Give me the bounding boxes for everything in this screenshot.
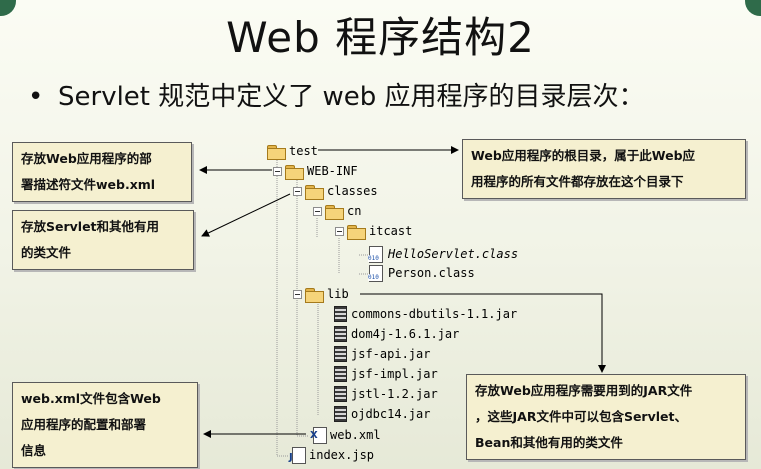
tree-label: jsf-impl.jar	[351, 367, 438, 381]
folder-open-icon	[305, 184, 324, 200]
callout-web-xml: web.xml文件包含Web 应用程序的配置和部署 信息	[12, 382, 198, 468]
tree-label: dom4j-1.6.1.jar	[351, 327, 460, 341]
collapse-icon[interactable]	[313, 206, 322, 216]
jar-file-icon	[334, 326, 347, 342]
callout-line: 存放Web应用程序需要用到的JAR文件	[475, 383, 693, 398]
folder-open-icon	[267, 144, 286, 160]
tree-label: classes	[327, 184, 378, 198]
class-file-icon	[368, 265, 384, 282]
tree-node-index-jsp[interactable]: index.jsp	[289, 446, 374, 464]
bullet-text: Servlet 规范中定义了 web 应用程序的目录层次：	[58, 82, 645, 112]
callout-line: 信息	[21, 443, 47, 458]
tree-node-jar[interactable]: jsf-impl.jar	[334, 365, 438, 383]
callout-line: Web应用程序的根目录，属于此Web应	[471, 148, 696, 163]
bullet-dot: •	[28, 82, 44, 112]
tree-node-person[interactable]: Person.class	[368, 264, 475, 282]
bullet-point: • Servlet 规范中定义了 web 应用程序的目录层次：	[28, 76, 645, 113]
jsp-file-icon	[289, 447, 306, 464]
folder-open-icon	[285, 164, 304, 180]
callout-line: web.xml文件包含Web	[21, 391, 161, 406]
callout-lib: 存放Web应用程序需要用到的JAR文件 ，这些JAR文件中可以包含Servlet…	[466, 374, 746, 460]
callout-root-directory: Web应用程序的根目录，属于此Web应 用程序的所有文件都存放在这个目录下	[462, 139, 746, 199]
callout-line: 存放Web应用程序的部	[21, 151, 152, 166]
tree-label: Person.class	[388, 266, 475, 280]
tree-label: index.jsp	[309, 448, 375, 462]
tree-label: test	[289, 144, 318, 158]
tree-node-jar[interactable]: dom4j-1.6.1.jar	[334, 325, 459, 343]
tree-node-jar[interactable]: jsf-api.jar	[334, 345, 430, 363]
jar-file-icon	[334, 306, 347, 322]
tree-label: commons-dbutils-1.1.jar	[351, 307, 518, 321]
tree-label: itcast	[369, 224, 413, 238]
callout-deploy-descriptor: 存放Web应用程序的部 署描述符文件web.xml	[12, 142, 192, 202]
tree-node-web-xml[interactable]: web.xml	[310, 426, 381, 444]
folder-open-icon	[305, 287, 324, 303]
tree-label: lib	[327, 287, 349, 301]
folder-open-icon	[347, 224, 366, 240]
class-file-icon	[368, 246, 384, 263]
callout-line: 署描述符文件web.xml	[21, 177, 156, 192]
tree-node-jar[interactable]: ojdbc14.jar	[334, 405, 430, 423]
tree-label: cn	[347, 204, 362, 218]
jar-file-icon	[334, 386, 347, 402]
jar-file-icon	[334, 346, 347, 362]
callout-line: 应用程序的配置和部署	[21, 417, 147, 432]
tree-node-hello-servlet[interactable]: HelloServlet.class	[368, 245, 518, 263]
tree-node-lib[interactable]: lib	[293, 285, 349, 303]
tree-node-cn[interactable]: cn	[313, 202, 361, 220]
jar-file-icon	[334, 406, 347, 422]
tree-label: HelloServlet.class	[388, 247, 519, 261]
corner-decoration-right	[745, 0, 761, 16]
callout-classes: 存放Servlet和其他有用 的类文件	[12, 210, 194, 270]
callout-line: ，这些JAR文件中可以包含Servlet、	[475, 409, 687, 424]
collapse-icon[interactable]	[273, 166, 282, 176]
collapse-icon[interactable]	[293, 289, 302, 299]
callout-line: 存放Servlet和其他有用	[21, 219, 160, 234]
callout-line: Bean和其他有用的类文件	[475, 435, 623, 450]
tree-node-jar[interactable]: jstl-1.2.jar	[334, 385, 438, 403]
tree-node-web-inf[interactable]: WEB-INF	[273, 162, 358, 180]
xml-file-icon	[310, 427, 327, 444]
collapse-icon[interactable]	[335, 226, 344, 236]
slide-title: Web 程序结构2	[226, 13, 535, 62]
callout-line: 用程序的所有文件都存放在这个目录下	[471, 174, 684, 189]
tree-label: jsf-api.jar	[351, 347, 431, 361]
tree-label: web.xml	[330, 428, 381, 442]
tree-node-test[interactable]: test	[267, 142, 318, 160]
tree-label: ojdbc14.jar	[351, 407, 431, 421]
tree-node-itcast[interactable]: itcast	[335, 222, 412, 240]
collapse-icon[interactable]	[293, 186, 302, 196]
tree-node-classes[interactable]: classes	[293, 182, 378, 200]
folder-open-icon	[325, 204, 344, 220]
tree-node-jar[interactable]: commons-dbutils-1.1.jar	[334, 305, 517, 323]
tree-label: jstl-1.2.jar	[351, 387, 438, 401]
callout-line: 的类文件	[21, 245, 72, 260]
jar-file-icon	[334, 366, 347, 382]
tree-label: WEB-INF	[307, 164, 358, 178]
